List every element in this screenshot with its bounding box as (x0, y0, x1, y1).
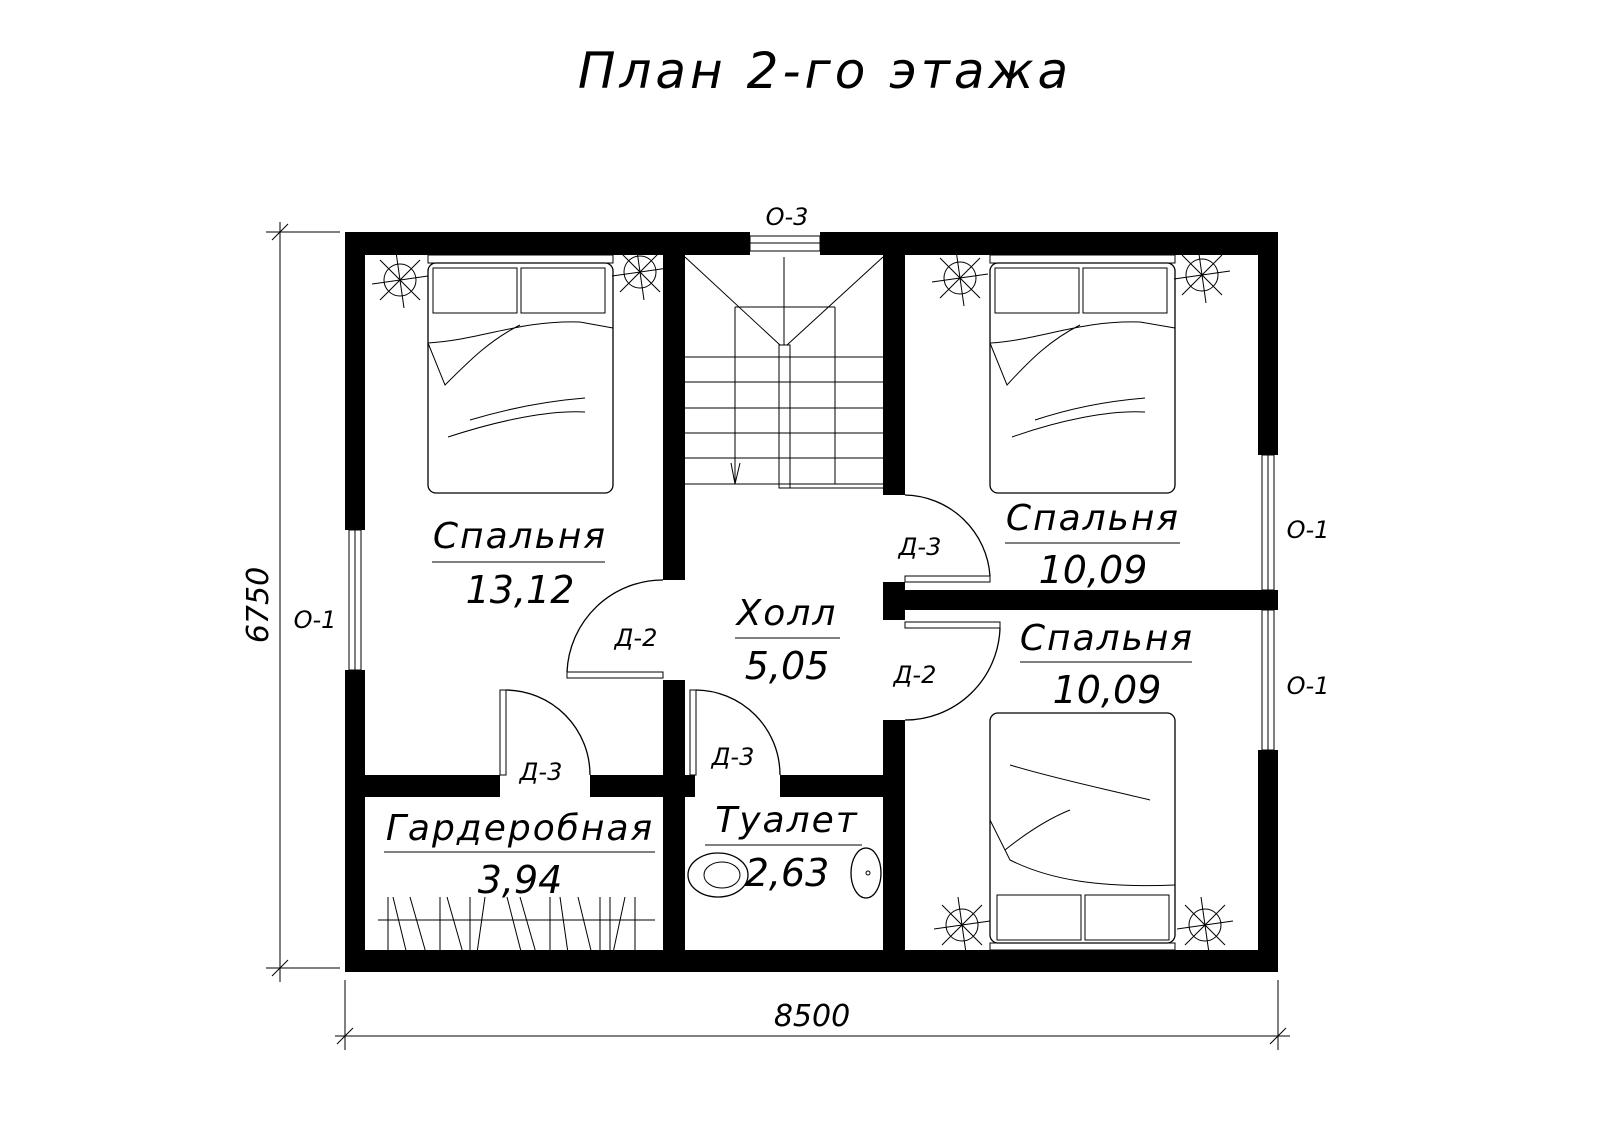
svg-text:2,63: 2,63 (745, 851, 830, 895)
window-left: О-1 (294, 529, 362, 671)
svg-text:Спальня: Спальня (1020, 618, 1194, 659)
svg-text:5,05: 5,05 (745, 644, 830, 688)
svg-text:Д-2: Д-2 (893, 661, 937, 689)
room-hall: Холл 5,05 (735, 593, 840, 688)
svg-text:Холл: Холл (735, 593, 838, 634)
door-left-bedroom: Д-2 (566, 579, 664, 679)
room-bedroom-right-upper: Спальня 10,09 (1005, 498, 1180, 592)
bed-right-lower (989, 712, 1176, 951)
svg-text:Д-3: Д-3 (519, 758, 563, 786)
svg-text:О-3: О-3 (766, 203, 809, 231)
room-bedroom-left: Спальня 13,12 (432, 516, 607, 612)
height-label: 6750 (241, 567, 276, 643)
svg-text:Спальня: Спальня (1006, 498, 1180, 539)
svg-text:3,94: 3,94 (478, 858, 563, 902)
svg-text:Туалет: Туалет (715, 800, 858, 841)
staircase (684, 256, 884, 489)
window-right-upper: О-1 (1261, 454, 1330, 591)
bed-left (427, 254, 614, 494)
walls (345, 232, 1278, 972)
room-toilet: Туалет 2,63 (705, 800, 862, 895)
plan-title: План 2-го этажа (578, 42, 1072, 100)
dimension-height: 6750 (241, 222, 340, 982)
room-wardrobe: Гардеробная 3,94 (384, 808, 655, 902)
door-toilet: Д-3 (689, 689, 781, 776)
svg-text:Спальня: Спальня (433, 516, 607, 557)
door-right-upper-bedroom: Д-3 (898, 494, 991, 583)
svg-text:10,09: 10,09 (1039, 548, 1148, 592)
sink-icon (850, 847, 882, 899)
door-right-lower-bedroom: Д-2 (893, 621, 1001, 721)
door-wardrobe: Д-3 (499, 689, 591, 786)
svg-text:Д-3: Д-3 (711, 743, 755, 771)
width-label: 8500 (774, 999, 850, 1034)
svg-text:13,12: 13,12 (466, 568, 575, 612)
bed-right-upper (989, 254, 1176, 494)
plant-icons (371, 243, 1234, 954)
wardrobe-rail (378, 896, 655, 968)
room-bedroom-right-lower: Спальня 10,09 (1020, 618, 1194, 712)
svg-text:Гардеробная: Гардеробная (386, 808, 654, 849)
window-right-lower: О-1 (1261, 609, 1330, 751)
dimension-width: 8500 (335, 980, 1290, 1050)
toilet-icon (687, 852, 749, 898)
svg-text:10,09: 10,09 (1053, 668, 1162, 712)
svg-text:О-1: О-1 (1287, 516, 1330, 544)
svg-text:О-1: О-1 (1287, 672, 1330, 700)
svg-text:Д-2: Д-2 (614, 624, 658, 652)
window-top: О-3 (749, 203, 821, 252)
svg-text:О-1: О-1 (294, 606, 337, 634)
svg-text:Д-3: Д-3 (898, 533, 942, 561)
